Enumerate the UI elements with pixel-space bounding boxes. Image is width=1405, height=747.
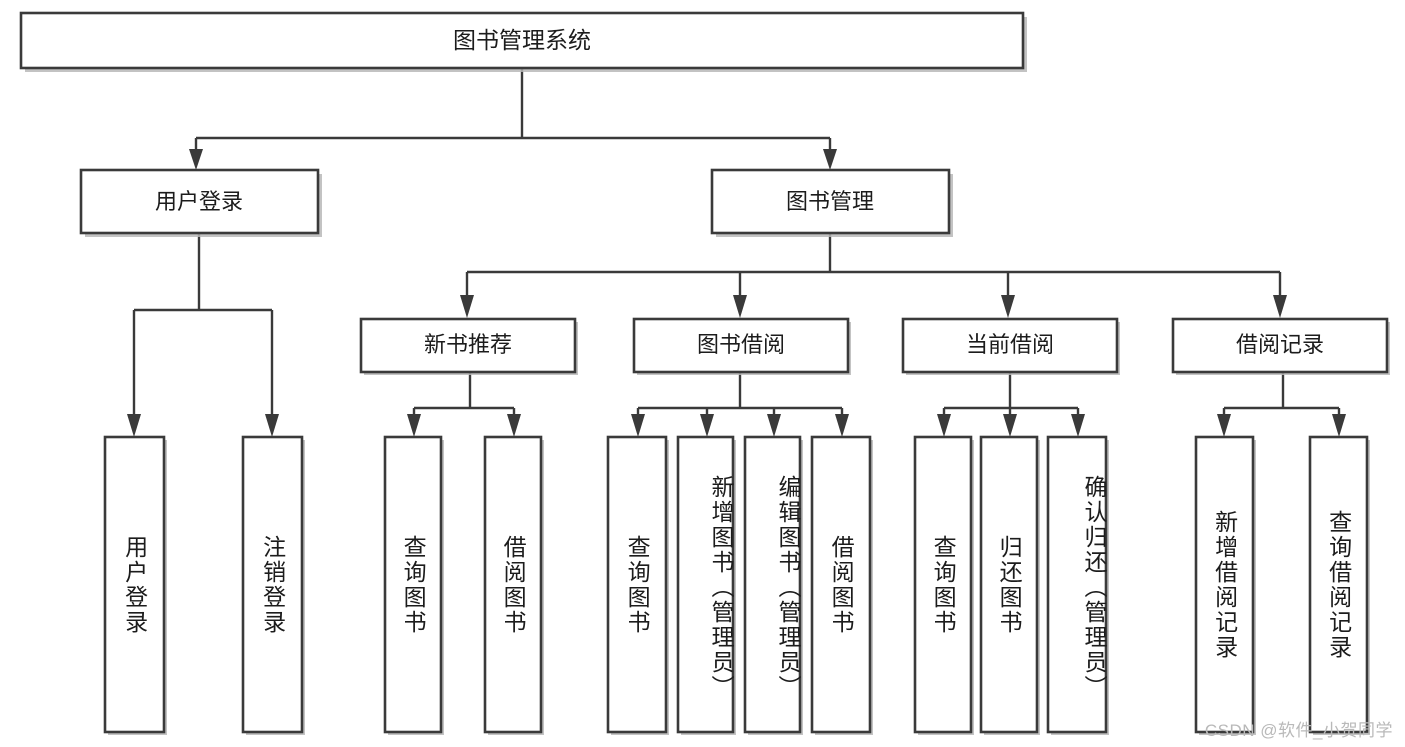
arrowhead-bb-leaf4: [835, 414, 849, 437]
arrowhead-br-leaf2: [1332, 414, 1346, 437]
arrowhead-new-book: [460, 295, 474, 318]
arrowhead-nb-leaf1: [407, 414, 421, 437]
watermark-text: CSDN @软件_小贺同学: [1204, 721, 1393, 740]
node-current-borrow-label: 当前借阅: [966, 332, 1054, 357]
node-book-borrow[interactable]: 图书借阅: [632, 317, 851, 375]
node-leaf-user-login[interactable]: [103, 435, 167, 735]
node-leaf-br-add-record[interactable]: [1194, 435, 1256, 735]
node-leaf-br-query-record[interactable]: [1308, 435, 1370, 735]
arrowhead-user-login: [189, 149, 203, 170]
arrowhead-br-leaf1: [1217, 414, 1231, 437]
arrowhead-borrow-record: [1273, 295, 1287, 318]
node-leaf-cb-query-book[interactable]: [913, 435, 974, 735]
node-new-book-recommend-label: 新书推荐: [424, 332, 512, 357]
node-book-manage-label: 图书管理: [786, 189, 874, 214]
node-root[interactable]: 图书管理系统: [19, 11, 1027, 72]
node-leaf-logout[interactable]: [241, 435, 305, 735]
node-leaf-nb-borrow-book[interactable]: [483, 435, 544, 735]
arrowhead-leaf-user-login: [127, 414, 141, 437]
arrowhead-cb-leaf2: [1003, 414, 1017, 437]
arrowhead-nb-leaf2: [507, 414, 521, 437]
node-root-label: 图书管理系统: [453, 27, 591, 53]
node-user-login[interactable]: 用户登录: [79, 168, 322, 237]
arrowhead-cb-leaf3: [1071, 414, 1085, 437]
node-book-manage[interactable]: 图书管理: [710, 168, 953, 237]
node-book-borrow-label: 图书借阅: [697, 332, 785, 357]
node-user-login-label: 用户登录: [155, 189, 243, 214]
arrowhead-bb-leaf1: [631, 414, 645, 437]
arrowhead-bb-leaf3: [767, 414, 781, 437]
node-new-book-recommend[interactable]: 新书推荐: [359, 317, 578, 375]
arrowhead-current-borrow: [1001, 295, 1015, 318]
arrowhead-leaf-logout: [265, 414, 279, 437]
node-leaf-nb-query-book[interactable]: [383, 435, 444, 735]
node-leaf-bb-edit-book[interactable]: [743, 435, 803, 735]
arrowhead-cb-leaf1: [937, 414, 951, 437]
arrowhead-book-manage: [823, 149, 837, 170]
node-leaf-bb-borrow-book[interactable]: [810, 435, 873, 735]
node-current-borrow[interactable]: 当前借阅: [901, 317, 1120, 375]
node-leaf-bb-add-book[interactable]: [676, 435, 736, 735]
node-leaf-cb-confirm-return[interactable]: [1046, 435, 1109, 735]
arrowhead-book-borrow: [733, 295, 747, 318]
node-borrow-record[interactable]: 借阅记录: [1171, 317, 1390, 375]
node-borrow-record-label: 借阅记录: [1236, 332, 1324, 357]
node-leaf-cb-return-book[interactable]: [979, 435, 1040, 735]
node-leaf-bb-query-book[interactable]: [606, 435, 669, 735]
arrowhead-bb-leaf2: [700, 414, 714, 437]
connector-group: [127, 68, 1346, 437]
